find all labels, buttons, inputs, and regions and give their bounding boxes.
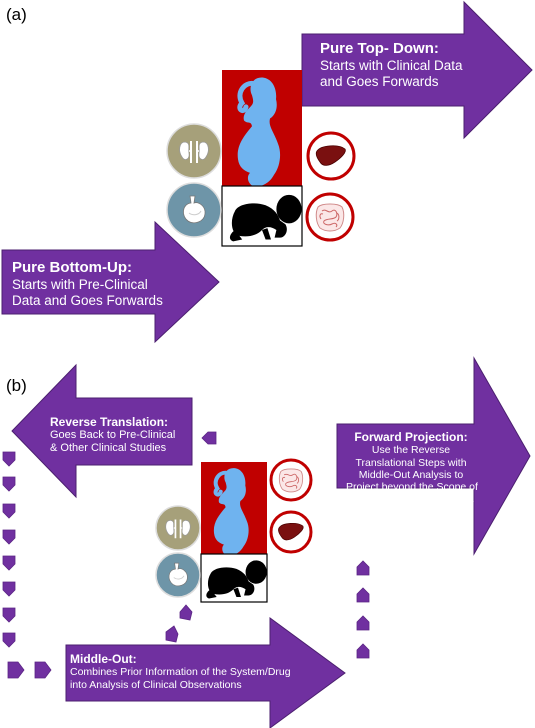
intestine-icon — [315, 203, 345, 232]
chevron-left-icon — [201, 431, 217, 445]
forward-projection-line3: Middle-Out Analysis to — [358, 468, 464, 481]
kidney-circle-b — [155, 505, 201, 551]
middle-out-line1: Combines Prior Information of the System… — [70, 666, 291, 679]
panel-a-label: (a) — [6, 5, 27, 24]
forward-projection-line2: Translational Steps with — [355, 456, 467, 469]
chevron-down-icon — [2, 529, 16, 545]
panel-b-label: (b) — [6, 376, 27, 395]
chevron-up-icon — [356, 643, 370, 659]
reverse-translation-title: Reverse Translation: — [50, 415, 169, 429]
chevron-up-icon — [165, 625, 179, 643]
bottom-up-arrow — [1, 220, 220, 344]
chevron-down-icon — [2, 555, 16, 571]
middle-out-label: Middle-Out: Combines Prior Information o… — [70, 652, 291, 691]
chevron-down-icon — [2, 503, 16, 519]
middle-out-title: Middle-Out: — [70, 652, 137, 666]
chevron-down-icon — [2, 607, 16, 623]
forward-projection-title: Forward Projection: — [354, 430, 468, 444]
middle-out-arrow — [65, 617, 346, 728]
forward-projection-label: Forward Projection: Use the Reverse Tran… — [346, 430, 478, 506]
top-down-title: Pure Top- Down: — [320, 40, 439, 57]
bottom-up-title: Pure Bottom-Up: — [12, 259, 132, 276]
chevron-down-icon — [2, 632, 16, 648]
reverse-translation-label: Reverse Translation: Goes Back to Pre-Cl… — [50, 415, 175, 455]
chevron-up-icon — [356, 560, 370, 576]
bottom-up-line1: Starts with Pre-Clinical — [12, 276, 148, 292]
chevron-right-icon — [7, 661, 25, 679]
forward-projection-arrow — [336, 356, 531, 556]
forward-projection-line5: Initial Clinical Observations — [347, 493, 475, 506]
chevron-up-icon — [356, 587, 370, 603]
chevron-down-icon — [2, 476, 16, 492]
top-down-line2: and Goes Forwards — [320, 73, 439, 89]
reverse-translation-arrow — [11, 363, 193, 499]
intestine-icon-b — [278, 468, 304, 493]
chevron-up-icon — [356, 615, 370, 631]
bottom-up-line2: Data and Goes Forwards — [12, 292, 163, 308]
chevron-right-icon — [34, 661, 52, 679]
top-down-line1: Starts with Clinical Data — [320, 57, 463, 73]
forward-projection-line4: Project beyond the Scope of — [346, 481, 478, 494]
reverse-translation-line2: & Other Clinical Studies — [50, 442, 167, 455]
forward-projection-line1: Use the Reverse — [371, 444, 451, 457]
chevron-down-icon — [2, 451, 16, 467]
chevron-down-icon — [2, 581, 16, 597]
reverse-translation-line1: Goes Back to Pre-Clinical — [50, 429, 176, 442]
chevron-up-icon — [179, 604, 193, 621]
kidney-circle-a — [166, 123, 222, 179]
middle-out-line2: into Analysis of Clinical Observations — [70, 678, 242, 691]
chevron-markers — [2, 431, 370, 679]
top-down-arrow — [301, 0, 533, 140]
top-down-label: Pure Top- Down: Starts with Clinical Dat… — [320, 40, 463, 90]
bottom-up-label: Pure Bottom-Up: Starts with Pre-Clinical… — [12, 259, 163, 309]
